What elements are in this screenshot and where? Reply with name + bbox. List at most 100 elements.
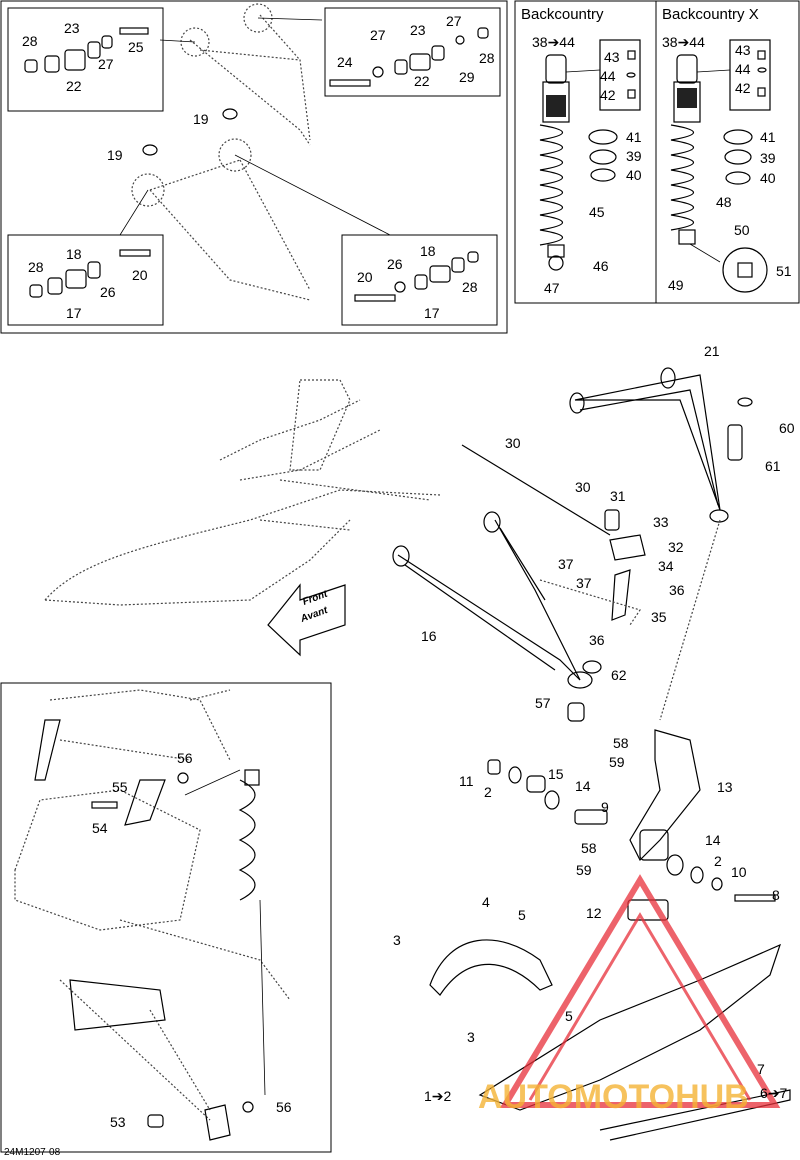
inset-box-bottom-right xyxy=(341,234,498,326)
svg-text:42: 42 xyxy=(735,80,751,96)
ski-7 xyxy=(478,943,791,1141)
upper-a-arm-drawing xyxy=(159,3,323,146)
callout-23: 23 xyxy=(410,22,426,38)
svg-text:2: 2 xyxy=(714,853,722,869)
svg-text:58: 58 xyxy=(581,840,597,856)
callout-27: 27 xyxy=(370,27,386,43)
svg-text:4: 4 xyxy=(482,894,490,910)
svg-text:5: 5 xyxy=(565,1008,573,1024)
svg-text:7: 7 xyxy=(757,1061,765,1077)
bushing-parts-bottom-left xyxy=(29,249,151,298)
callout-27: 27 xyxy=(98,56,114,72)
callout-25: 25 xyxy=(128,39,144,55)
ball-joint-57 xyxy=(567,702,585,722)
svg-text:54: 54 xyxy=(92,820,108,836)
svg-text:59: 59 xyxy=(609,754,625,770)
svg-text:36: 36 xyxy=(669,582,685,598)
washer-19-lower xyxy=(142,144,158,156)
callout-28: 28 xyxy=(28,259,44,275)
ring-60 xyxy=(737,397,753,407)
ski-pad-12 xyxy=(627,899,669,921)
callouts: 28 23 25 27 22 24 27 23 27 28 29 22 19 1… xyxy=(22,13,495,321)
spindle-guide xyxy=(659,519,721,721)
svg-text:6➔7: 6➔7 xyxy=(760,1085,788,1101)
frame-detail-drawing xyxy=(14,689,291,1141)
shock-callouts: 38➔44 43 44 42 41 39 40 45 46 47 38➔44 4… xyxy=(532,34,792,296)
front-arrow xyxy=(267,583,346,657)
svg-text:30: 30 xyxy=(505,435,521,451)
callout-24: 24 xyxy=(337,54,353,70)
svg-text:40: 40 xyxy=(760,170,776,186)
svg-text:40: 40 xyxy=(626,167,642,183)
callout-19: 19 xyxy=(193,111,209,127)
svg-text:8: 8 xyxy=(772,887,780,903)
svg-text:36: 36 xyxy=(589,632,605,648)
svg-text:39: 39 xyxy=(626,148,642,164)
svg-text:48: 48 xyxy=(716,194,732,210)
shock-backcountry-drawing xyxy=(539,39,641,271)
svg-text:15: 15 xyxy=(548,766,564,782)
callout-29: 29 xyxy=(459,69,475,85)
svg-text:5: 5 xyxy=(518,907,526,923)
svg-text:61: 61 xyxy=(765,458,781,474)
svg-text:44: 44 xyxy=(735,61,751,77)
svg-text:14: 14 xyxy=(575,778,591,794)
svg-text:1➔2: 1➔2 xyxy=(424,1088,452,1104)
lower-a-arm-16 xyxy=(392,511,593,689)
callout-20: 20 xyxy=(132,267,148,283)
callout-17: 17 xyxy=(66,305,82,321)
callout-17: 17 xyxy=(424,305,440,321)
header-backcountry: Backcountry xyxy=(521,6,604,23)
ball-joint-61 xyxy=(727,424,743,461)
svg-text:43: 43 xyxy=(735,42,751,58)
svg-text:56: 56 xyxy=(177,750,193,766)
bushing-parts-top-left xyxy=(24,27,149,73)
spacers-left xyxy=(487,759,608,825)
callout-28: 28 xyxy=(22,33,38,49)
callout-22: 22 xyxy=(66,78,82,94)
front-arrow-text: Front xyxy=(301,589,329,608)
callout-22: 22 xyxy=(414,73,430,89)
svg-text:37: 37 xyxy=(576,575,592,591)
a-arm-frame xyxy=(0,0,508,334)
callout-23: 23 xyxy=(64,20,80,36)
callout-18: 18 xyxy=(66,246,82,262)
svg-text:13: 13 xyxy=(717,779,733,795)
upper-a-arm-21 xyxy=(569,367,729,523)
svg-text:3: 3 xyxy=(393,932,401,948)
shock-backcountry-x-drawing xyxy=(670,39,771,293)
cable-30 xyxy=(461,444,611,536)
svg-text:34: 34 xyxy=(658,558,674,574)
shock-frame xyxy=(514,0,800,304)
svg-text:53: 53 xyxy=(110,1114,126,1130)
svg-text:49: 49 xyxy=(668,277,684,293)
main-callouts: 21 60 61 30 30 31 33 32 37 34 37 36 35 1… xyxy=(393,343,795,1104)
svg-text:51: 51 xyxy=(776,263,792,279)
svg-text:30: 30 xyxy=(575,479,591,495)
svg-text:43: 43 xyxy=(604,49,620,65)
svg-text:33: 33 xyxy=(653,514,669,530)
callout-28: 28 xyxy=(479,50,495,66)
svg-text:10: 10 xyxy=(731,864,747,880)
svg-text:9: 9 xyxy=(601,799,609,815)
svg-text:21: 21 xyxy=(704,343,720,359)
svg-text:39: 39 xyxy=(760,150,776,166)
watermark-logo xyxy=(499,874,781,1108)
lower-a-arm-drawing xyxy=(119,138,391,301)
inset-box-top-right xyxy=(324,7,501,97)
svg-text:41: 41 xyxy=(626,129,642,145)
frame-detail-box xyxy=(0,682,332,1153)
svg-text:16: 16 xyxy=(421,628,437,644)
bushing-parts-bottom-right xyxy=(354,251,479,302)
svg-text:38➔44: 38➔44 xyxy=(532,34,575,50)
svg-text:37: 37 xyxy=(558,556,574,572)
diagram-code: 24M1207-08 xyxy=(4,1147,61,1158)
svg-text:44: 44 xyxy=(600,68,616,84)
washer-19-upper xyxy=(222,108,238,120)
part-31 xyxy=(604,509,620,531)
callout-28: 28 xyxy=(462,279,478,295)
svg-text:47: 47 xyxy=(544,280,560,296)
svg-text:11: 11 xyxy=(459,773,474,789)
svg-text:42: 42 xyxy=(600,87,616,103)
